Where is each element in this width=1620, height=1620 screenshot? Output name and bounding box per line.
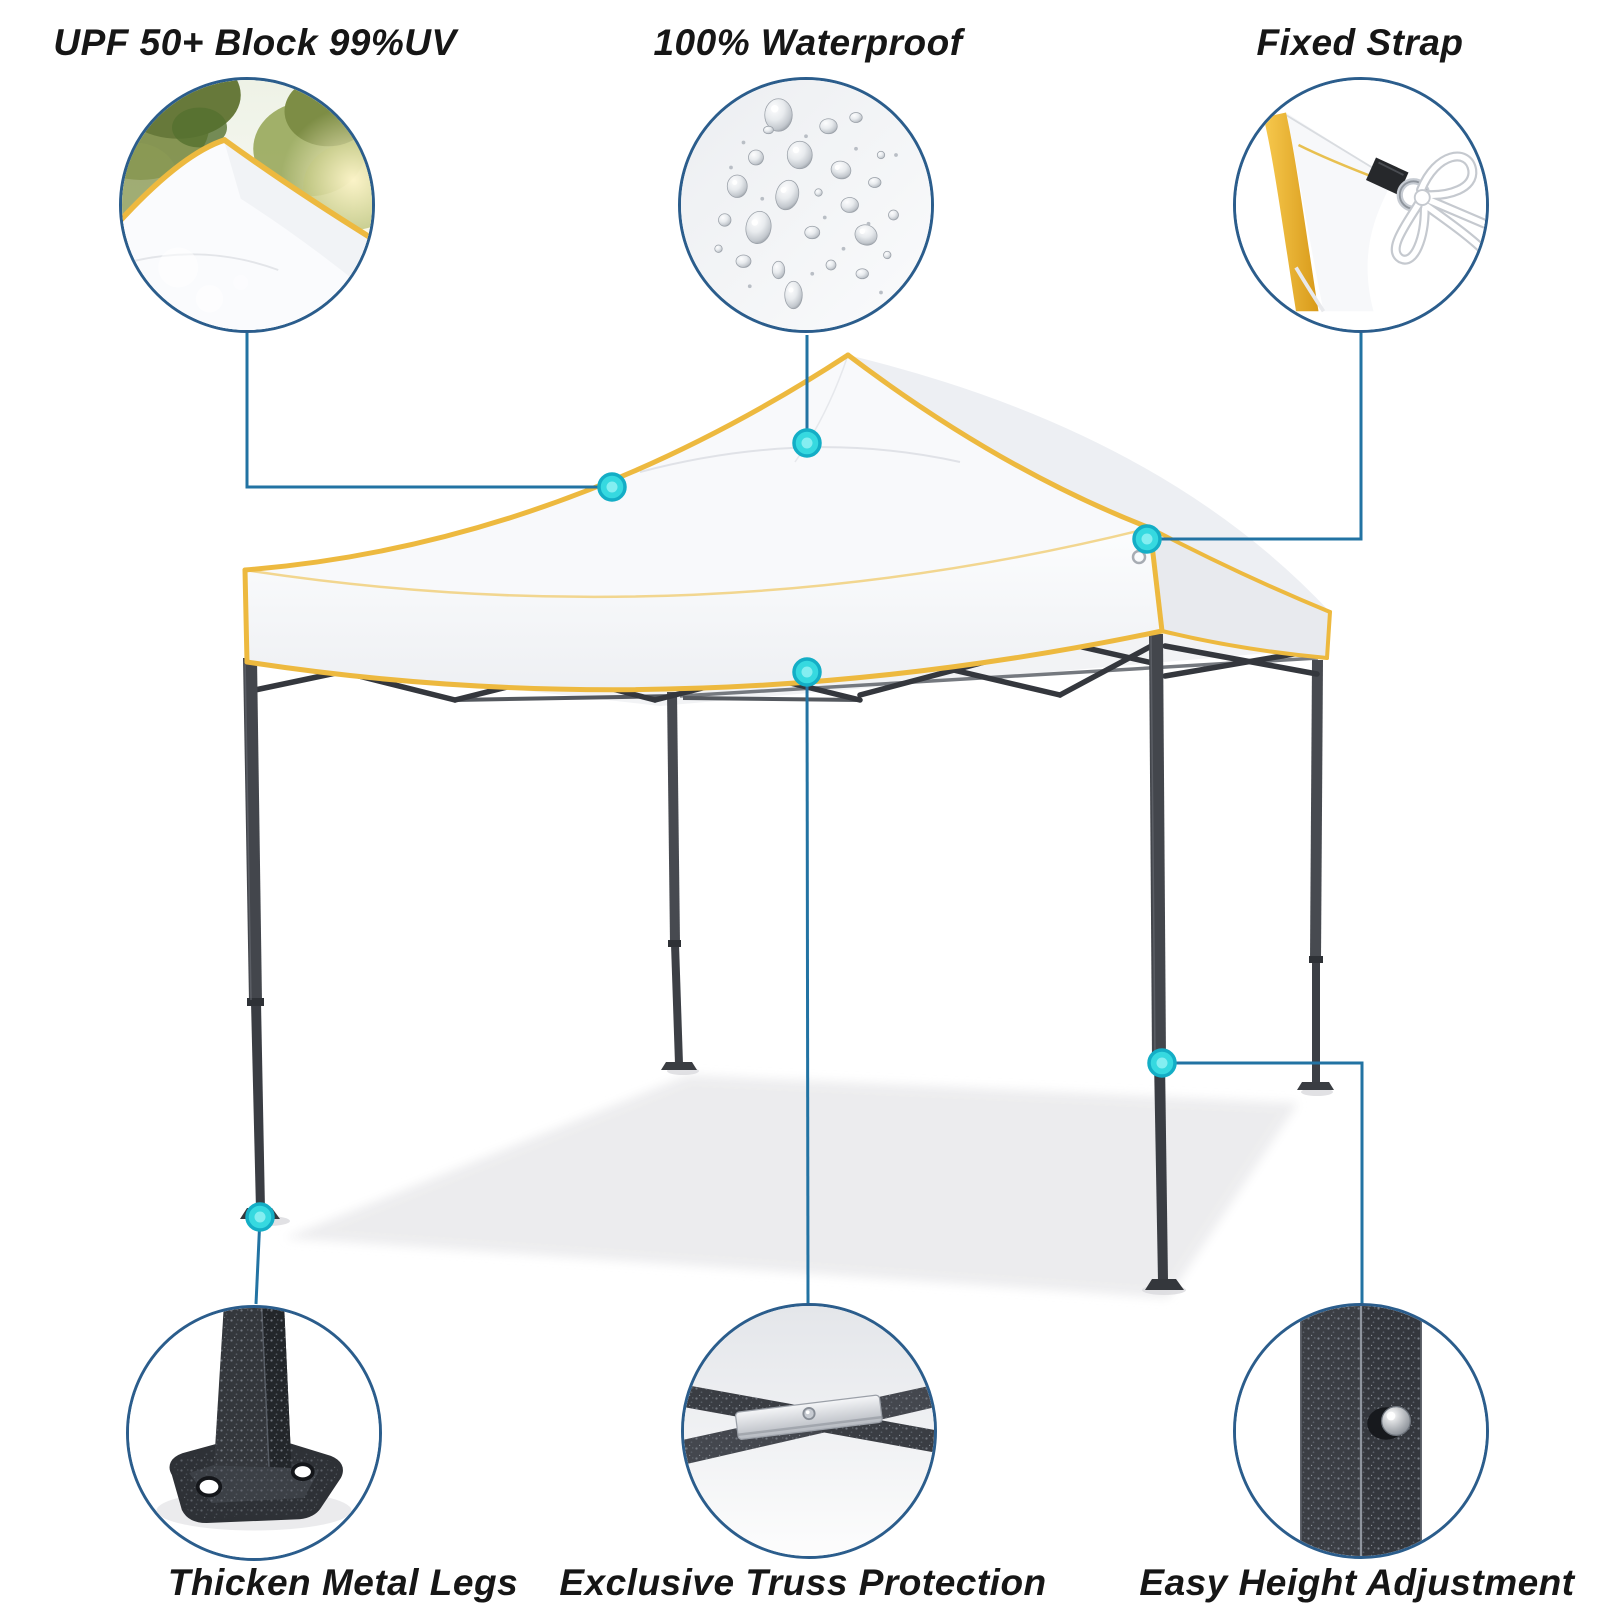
waterproof-detail-photo — [681, 80, 931, 330]
feature-label-waterproof: 100% Waterproof — [653, 22, 963, 63]
ridge-trim — [221, 137, 372, 242]
fabric-fold — [1285, 114, 1389, 179]
gold-trim-band — [1263, 112, 1319, 312]
eave-trim — [244, 526, 1151, 599]
fabric-shadow — [1294, 266, 1326, 313]
corner-trim-far — [1325, 610, 1332, 660]
feature-label-fixed-strap: Fixed Strap — [1256, 22, 1464, 63]
connector-line-height-adj — [1162, 1061, 1364, 1304]
tent-leg-front-left — [240, 658, 280, 1219]
valance-trim-right — [1160, 629, 1329, 660]
metal-legs-detail-photo — [129, 1308, 379, 1558]
bolt-hole — [290, 1462, 315, 1482]
feature-photo-upf — [119, 77, 375, 333]
callout-dot-metal-legs — [245, 1202, 275, 1232]
canopy-corner-fabric — [1286, 112, 1393, 312]
tent-canopy — [242, 352, 1332, 693]
ridge-trim — [122, 137, 228, 223]
feature-label-truss: Exclusive Truss Protection — [559, 1562, 1047, 1603]
feature-photo-fixed-strap — [1233, 77, 1489, 333]
feature-photo-height-adj — [1233, 1303, 1489, 1559]
truss-detail-photo — [684, 1306, 934, 1556]
canopy-right-valance — [1150, 528, 1330, 658]
feature-label-upf: UPF 50+ Block 99%UV — [53, 22, 457, 63]
tiny-droplets — [729, 134, 898, 295]
upf-detail-photo — [122, 80, 372, 330]
callout-dot-fixed-strap — [1132, 524, 1162, 554]
callout-dot-waterproof — [792, 428, 822, 458]
feature-label-metal-legs: Thicken Metal Legs — [167, 1562, 519, 1603]
tent-leg-front-right — [1145, 634, 1184, 1290]
connector-line-truss — [805, 671, 810, 1305]
callout-dot-upf — [597, 472, 627, 502]
adjustment-button — [1381, 1406, 1411, 1436]
feature-photo-waterproof — [678, 77, 934, 333]
fixed-strap-detail-photo — [1236, 80, 1486, 330]
rope-knot — [1413, 189, 1431, 206]
tent-leg-back-left — [661, 692, 697, 1070]
rivet-highlight — [805, 1410, 810, 1415]
bolt-hole — [195, 1476, 223, 1498]
ridge-trim-left — [242, 352, 851, 573]
canopy-front-valance — [245, 528, 1162, 690]
canopy-front-face — [245, 355, 1150, 597]
corner-trim-left — [242, 567, 250, 665]
height-adjustment-detail-photo — [1236, 1306, 1486, 1556]
feature-photo-truss — [681, 1303, 937, 1559]
connector-line-upf — [245, 333, 612, 489]
droplet-highlights — [732, 105, 865, 293]
button-highlight — [1386, 1411, 1396, 1421]
canopy-peak-shade — [224, 142, 372, 295]
canopy-right-face — [848, 355, 1330, 612]
connector-line-fixed-strap — [1147, 333, 1363, 541]
strap-stitch — [1378, 161, 1404, 176]
leg-texture — [214, 1308, 292, 1468]
feature-label-height-adj: Easy Height Adjustment — [1139, 1562, 1575, 1603]
feature-photo-metal-legs — [126, 1305, 382, 1561]
valance-trim-front — [244, 628, 1165, 693]
tent-leg-back-right — [1297, 660, 1334, 1090]
ground-shadow — [285, 1075, 1298, 1298]
black-strap — [1366, 157, 1409, 195]
callout-dot-height-adj — [1147, 1048, 1177, 1078]
callout-dot-truss — [792, 657, 822, 687]
ridge-trim-right — [845, 352, 1153, 531]
